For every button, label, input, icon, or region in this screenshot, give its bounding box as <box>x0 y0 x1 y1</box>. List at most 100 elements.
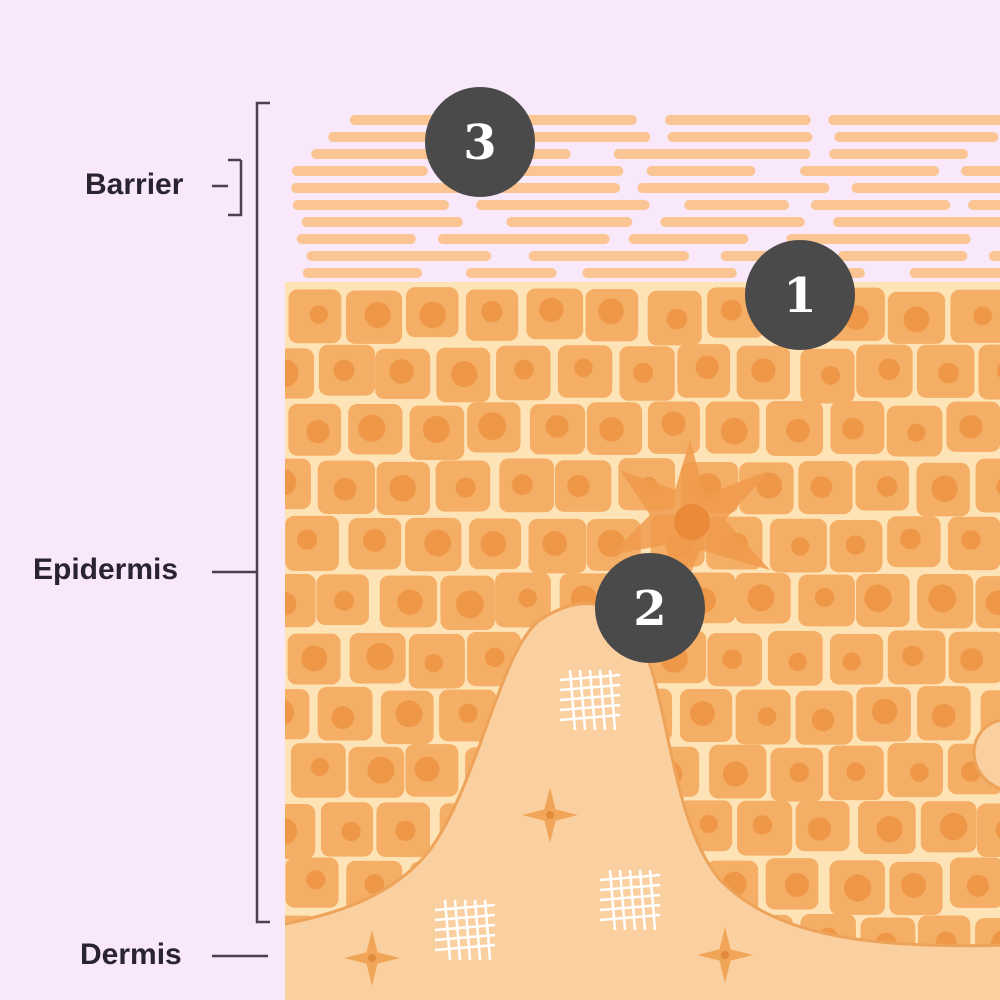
barrier-strip <box>833 217 1000 227</box>
cell-nucleus <box>334 590 355 611</box>
cell-nucleus <box>424 654 443 673</box>
collagen-fiber <box>599 903 661 912</box>
cell-nucleus <box>807 817 832 841</box>
cell <box>978 344 1000 400</box>
barrier-strip <box>291 166 428 176</box>
cell-nucleus <box>961 530 981 550</box>
cell-nucleus <box>366 642 394 671</box>
cell-nucleus <box>484 647 505 668</box>
cell-nucleus <box>389 474 416 502</box>
cell-nucleus <box>876 476 898 497</box>
marker-3[interactable]: 3 <box>425 87 535 197</box>
svg-text:2: 2 <box>633 581 666 637</box>
cell-nucleus <box>938 362 959 384</box>
barrier-strip <box>786 234 971 244</box>
barrier-strip <box>800 166 940 176</box>
cell-nucleus <box>878 358 900 381</box>
cell-nucleus <box>966 874 990 897</box>
cell-nucleus <box>511 474 533 496</box>
cell-nucleus <box>341 821 361 842</box>
collagen-fiber <box>559 703 621 712</box>
cell-nucleus <box>902 645 924 667</box>
cell-nucleus <box>297 529 318 550</box>
cell-nucleus <box>419 301 446 329</box>
collagen-fiber <box>599 893 661 902</box>
cell-nucleus <box>395 700 423 728</box>
cell-nucleus <box>480 531 507 557</box>
barrier-strip <box>829 149 968 159</box>
collagen-fiber <box>638 869 647 931</box>
collagen-fiber <box>559 693 621 702</box>
collagen-fiber <box>559 713 621 722</box>
cell-nucleus <box>695 355 719 379</box>
cell-nucleus <box>973 306 993 326</box>
cell-nucleus <box>310 757 329 777</box>
barrier-strip <box>582 268 737 278</box>
cell-nucleus <box>424 529 452 557</box>
epidermis-label: Epidermis <box>33 553 179 586</box>
cell-nucleus <box>363 528 386 552</box>
cell-nucleus <box>285 469 297 496</box>
barrier-strip <box>834 132 999 142</box>
cell-nucleus <box>722 649 743 670</box>
barrier-strip <box>292 200 450 210</box>
collagen-fiber <box>578 669 587 731</box>
collagen-fiber <box>599 913 661 922</box>
melanocyte-nucleus <box>674 504 710 540</box>
cell-nucleus <box>514 359 534 380</box>
cell-nucleus <box>285 817 298 845</box>
cell-nucleus <box>455 477 476 498</box>
epidermis-bracket <box>255 101 270 924</box>
cell-nucleus <box>907 423 926 442</box>
cell-nucleus <box>842 652 861 671</box>
barrier-strip <box>828 115 1000 125</box>
cell <box>285 804 316 859</box>
marker-1[interactable]: 1 <box>745 240 855 350</box>
cell-nucleus <box>845 535 866 555</box>
cell-nucleus <box>931 475 958 502</box>
cell-nucleus <box>876 815 903 843</box>
cell-nucleus <box>285 592 297 616</box>
collagen-fiber <box>618 869 627 931</box>
cell-nucleus <box>747 584 775 612</box>
cell-nucleus <box>995 821 1000 840</box>
cell-nucleus <box>903 306 930 333</box>
barrier-strip <box>968 200 1000 210</box>
barrier-strip <box>296 234 416 244</box>
dermis-label: Dermis <box>80 938 182 971</box>
cell-nucleus <box>959 415 983 439</box>
marker-2[interactable]: 2 <box>595 553 705 663</box>
cell-nucleus <box>722 761 749 787</box>
cell-nucleus <box>364 301 391 329</box>
collagen-fiber <box>628 869 637 931</box>
barrier-strip <box>519 115 637 125</box>
cell-nucleus <box>306 420 330 444</box>
collagen-fiber <box>434 913 496 922</box>
cell-nucleus <box>301 645 328 672</box>
cell-nucleus <box>333 477 357 501</box>
cell-nucleus <box>367 756 395 784</box>
barrier-strip <box>306 251 492 261</box>
barrier-strip <box>328 132 450 142</box>
cell-nucleus <box>842 417 864 440</box>
barrier-strip <box>437 234 610 244</box>
cell-nucleus <box>752 815 773 835</box>
layer-brackets <box>212 101 270 958</box>
collagen-fiber <box>434 943 496 952</box>
collagen-fiber <box>588 669 597 731</box>
cell-nucleus <box>539 297 564 322</box>
collagen-fiber <box>598 669 607 731</box>
fibroblast-nucleus <box>546 811 554 819</box>
cell-nucleus <box>285 359 299 388</box>
collagen-fiber <box>434 923 496 932</box>
cell-nucleus <box>786 418 810 443</box>
cell-nucleus <box>599 417 624 442</box>
cell-nucleus <box>814 587 835 608</box>
cell-nucleus <box>364 874 385 895</box>
barrier-strip <box>291 183 467 193</box>
barrier-strip <box>810 200 951 210</box>
dermis-fibers <box>344 669 753 986</box>
barrier-strip <box>613 149 811 159</box>
barrier-strip <box>476 200 650 210</box>
